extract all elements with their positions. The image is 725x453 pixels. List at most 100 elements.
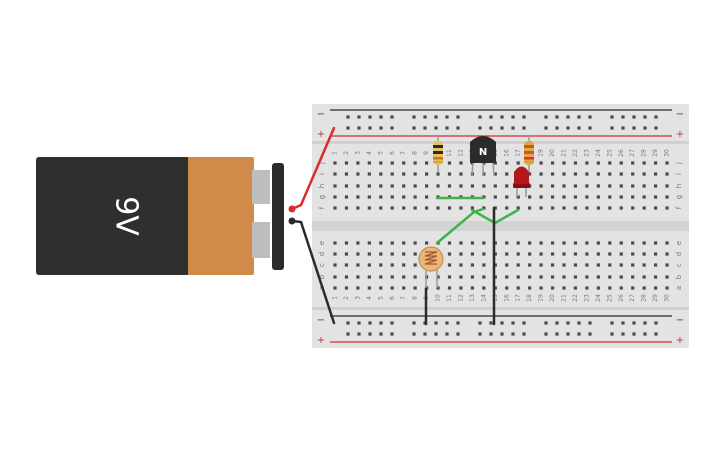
terminal-hole[interactable]	[550, 206, 555, 210]
terminal-hole[interactable]	[573, 184, 578, 188]
terminal-hole[interactable]	[665, 184, 669, 188]
terminal-hole[interactable]	[562, 286, 566, 290]
terminal-hole[interactable]	[516, 275, 520, 279]
terminal-hole[interactable]	[573, 252, 578, 256]
rail-hole[interactable]	[500, 332, 504, 336]
terminal-hole[interactable]	[367, 275, 371, 279]
rail-hole[interactable]	[434, 321, 438, 325]
rail-hole[interactable]	[478, 115, 482, 119]
terminal-hole[interactable]	[459, 275, 463, 279]
terminal-hole[interactable]	[505, 161, 509, 165]
rail-hole[interactable]	[500, 115, 504, 119]
terminal-hole[interactable]	[344, 263, 349, 267]
rail-hole[interactable]	[500, 321, 504, 325]
terminal-hole[interactable]	[505, 195, 509, 199]
terminal-hole[interactable]	[505, 286, 509, 290]
terminal-hole[interactable]	[459, 252, 463, 256]
rail-hole[interactable]	[654, 115, 658, 119]
terminal-hole[interactable]	[402, 286, 406, 290]
rail-hole[interactable]	[390, 115, 394, 119]
terminal-hole[interactable]	[344, 286, 349, 290]
terminal-hole[interactable]	[505, 206, 509, 210]
terminal-hole[interactable]	[447, 275, 452, 279]
terminal-hole[interactable]	[482, 184, 486, 188]
terminal-hole[interactable]	[642, 241, 646, 245]
terminal-hole[interactable]	[505, 275, 509, 279]
rail-hole[interactable]	[566, 332, 570, 336]
terminal-hole[interactable]	[390, 241, 394, 245]
terminal-hole[interactable]	[344, 184, 349, 188]
terminal-hole[interactable]	[356, 172, 360, 176]
rail-hole[interactable]	[346, 332, 350, 336]
terminal-hole[interactable]	[573, 263, 578, 267]
terminal-hole[interactable]	[447, 206, 452, 210]
terminal-hole[interactable]	[447, 252, 452, 256]
terminal-hole[interactable]	[665, 195, 669, 199]
terminal-hole[interactable]	[608, 184, 612, 188]
terminal-hole[interactable]	[482, 172, 486, 176]
terminal-hole[interactable]	[413, 206, 417, 210]
terminal-hole[interactable]	[642, 172, 646, 176]
terminal-hole[interactable]	[596, 184, 600, 188]
terminal-hole[interactable]	[470, 275, 474, 279]
terminal-hole[interactable]	[516, 195, 520, 199]
terminal-hole[interactable]	[585, 241, 589, 245]
terminal-hole[interactable]	[528, 241, 532, 245]
rail-hole[interactable]	[544, 126, 548, 130]
terminal-hole[interactable]	[379, 184, 383, 188]
terminal-hole[interactable]	[550, 161, 555, 165]
terminal-hole[interactable]	[459, 286, 463, 290]
rail-hole[interactable]	[412, 321, 416, 325]
rail-hole[interactable]	[368, 126, 372, 130]
terminal-hole[interactable]	[390, 172, 394, 176]
terminal-hole[interactable]	[344, 252, 349, 256]
terminal-hole[interactable]	[505, 184, 509, 188]
terminal-hole[interactable]	[516, 263, 520, 267]
rail-hole[interactable]	[489, 126, 493, 130]
terminal-hole[interactable]	[413, 286, 417, 290]
rail-hole[interactable]	[346, 115, 350, 119]
rail-hole[interactable]	[654, 332, 658, 336]
terminal-hole[interactable]	[390, 184, 394, 188]
rail-hole[interactable]	[379, 126, 383, 130]
terminal-hole[interactable]	[642, 206, 646, 210]
terminal-hole[interactable]	[539, 275, 543, 279]
rail-hole[interactable]	[621, 332, 625, 336]
rail-hole[interactable]	[379, 321, 383, 325]
terminal-hole[interactable]	[482, 241, 486, 245]
terminal-hole[interactable]	[539, 172, 543, 176]
terminal-hole[interactable]	[573, 195, 578, 199]
terminal-hole[interactable]	[482, 252, 486, 256]
rail-hole[interactable]	[445, 321, 449, 325]
rail-hole[interactable]	[456, 115, 460, 119]
rail-hole[interactable]	[654, 321, 658, 325]
terminal-hole[interactable]	[619, 275, 623, 279]
rail-hole[interactable]	[555, 126, 559, 130]
terminal-hole[interactable]	[562, 263, 566, 267]
terminal-hole[interactable]	[585, 184, 589, 188]
terminal-hole[interactable]	[539, 161, 543, 165]
rail-hole[interactable]	[588, 321, 592, 325]
terminal-hole[interactable]	[436, 275, 440, 279]
terminal-hole[interactable]	[608, 275, 612, 279]
terminal-hole[interactable]	[333, 206, 337, 210]
terminal-hole[interactable]	[654, 172, 658, 176]
rail-hole[interactable]	[588, 115, 592, 119]
terminal-hole[interactable]	[665, 252, 669, 256]
terminal-hole[interactable]	[642, 184, 646, 188]
terminal-hole[interactable]	[356, 241, 360, 245]
terminal-hole[interactable]	[665, 161, 669, 165]
terminal-hole[interactable]	[596, 286, 600, 290]
terminal-hole[interactable]	[367, 206, 371, 210]
terminal-hole[interactable]	[459, 184, 463, 188]
terminal-hole[interactable]	[333, 195, 337, 199]
terminal-hole[interactable]	[654, 286, 658, 290]
rail-hole[interactable]	[610, 321, 614, 325]
terminal-hole[interactable]	[573, 206, 578, 210]
terminal-hole[interactable]	[356, 252, 360, 256]
rail-hole[interactable]	[390, 321, 394, 325]
rail-hole[interactable]	[588, 126, 592, 130]
rail-hole[interactable]	[511, 115, 515, 119]
led-red[interactable]	[513, 166, 530, 198]
rail-hole[interactable]	[643, 321, 647, 325]
